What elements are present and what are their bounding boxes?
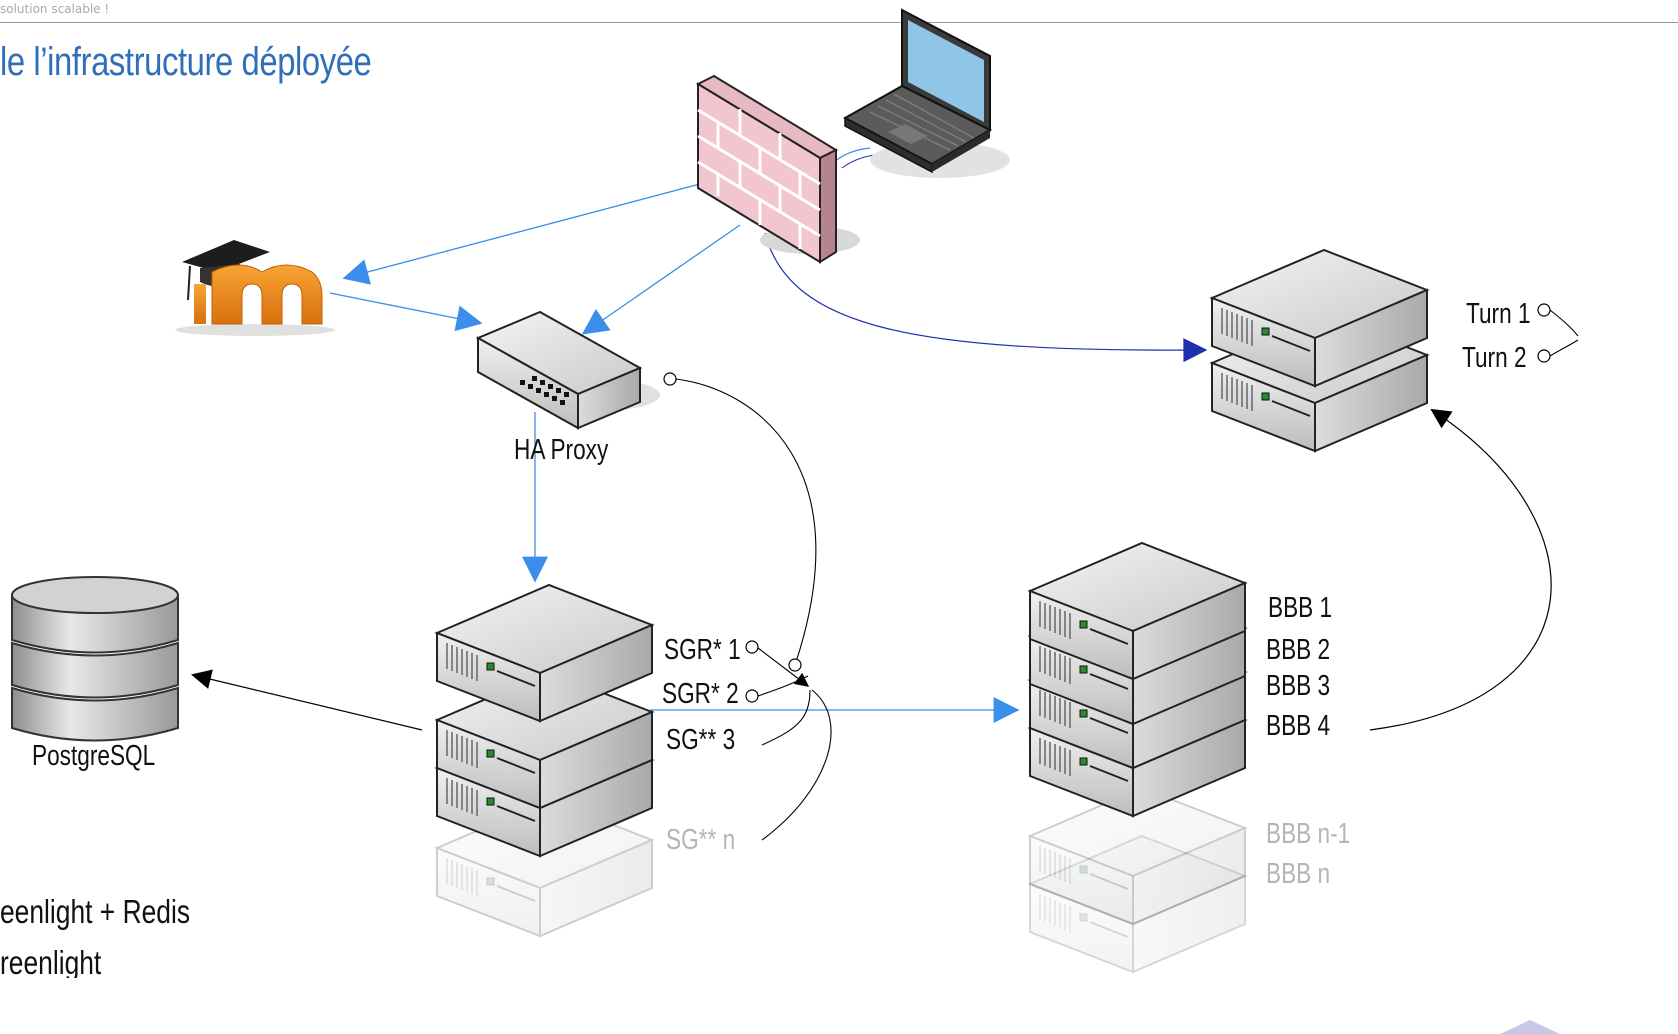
label-bbb4: BBB 4	[1266, 710, 1331, 742]
moodle-icon	[175, 240, 335, 336]
laptop-icon	[842, 8, 1010, 178]
breadcrumb: solution scalable !	[0, 2, 110, 16]
connector-sgr2	[745, 689, 759, 703]
edge-sg3	[761, 689, 811, 746]
edge-sgn	[761, 689, 832, 841]
edge-firewall-haproxy	[581, 224, 741, 335]
connector-turn2	[1537, 349, 1551, 363]
firewall-icon	[695, 74, 860, 264]
edge-laptop-firewall-2	[841, 154, 876, 169]
label-bbb3: BBB 3	[1266, 670, 1331, 702]
footer-line-2: reenlight	[0, 944, 102, 978]
turn-server-stack	[1211, 249, 1428, 452]
label-postgresql: PostgreSQL	[32, 740, 156, 772]
sg-server-stack	[436, 584, 653, 937]
label-turn2: Turn 2	[1462, 342, 1527, 374]
corner-decoration	[1500, 1020, 1560, 1034]
edge-haproxy-sgr	[675, 378, 817, 666]
label-sg3: SG** 3	[666, 724, 736, 756]
label-sgr2: SGR* 2	[662, 678, 739, 710]
database-icon	[11, 576, 179, 742]
bbb-server-stack	[1029, 542, 1246, 973]
edge-moodle-haproxy	[329, 292, 483, 332]
connector-turn1	[1537, 303, 1551, 317]
label-bbb1: BBB 1	[1268, 592, 1333, 624]
connector-sgr1	[745, 640, 759, 654]
edge-bbb-turn	[1369, 408, 1552, 731]
haproxy-switch-icon	[475, 310, 660, 430]
page-title: le l’infrastructure déployée	[0, 40, 372, 84]
edge-sgr2	[757, 675, 809, 697]
label-bbb2: BBB 2	[1266, 634, 1331, 666]
label-sgr1: SGR* 1	[664, 634, 741, 666]
connector-haproxy	[663, 372, 677, 386]
top-bar: solution scalable !	[0, 0, 1678, 23]
edge-firewall-turn	[764, 232, 1208, 363]
label-bbb-n: BBB n	[1266, 858, 1331, 890]
label-bbb-n-1: BBB n-1	[1266, 818, 1351, 850]
label-haproxy: HA Proxy	[514, 434, 609, 466]
footer-line-1: eenlight + Redis	[0, 893, 191, 930]
label-turn1: Turn 1	[1466, 298, 1531, 330]
connector-junction	[788, 658, 802, 672]
edge-sg-postgres	[191, 669, 423, 731]
edge-firewall-moodle	[342, 179, 716, 285]
label-sgn: SG** n	[666, 824, 736, 856]
